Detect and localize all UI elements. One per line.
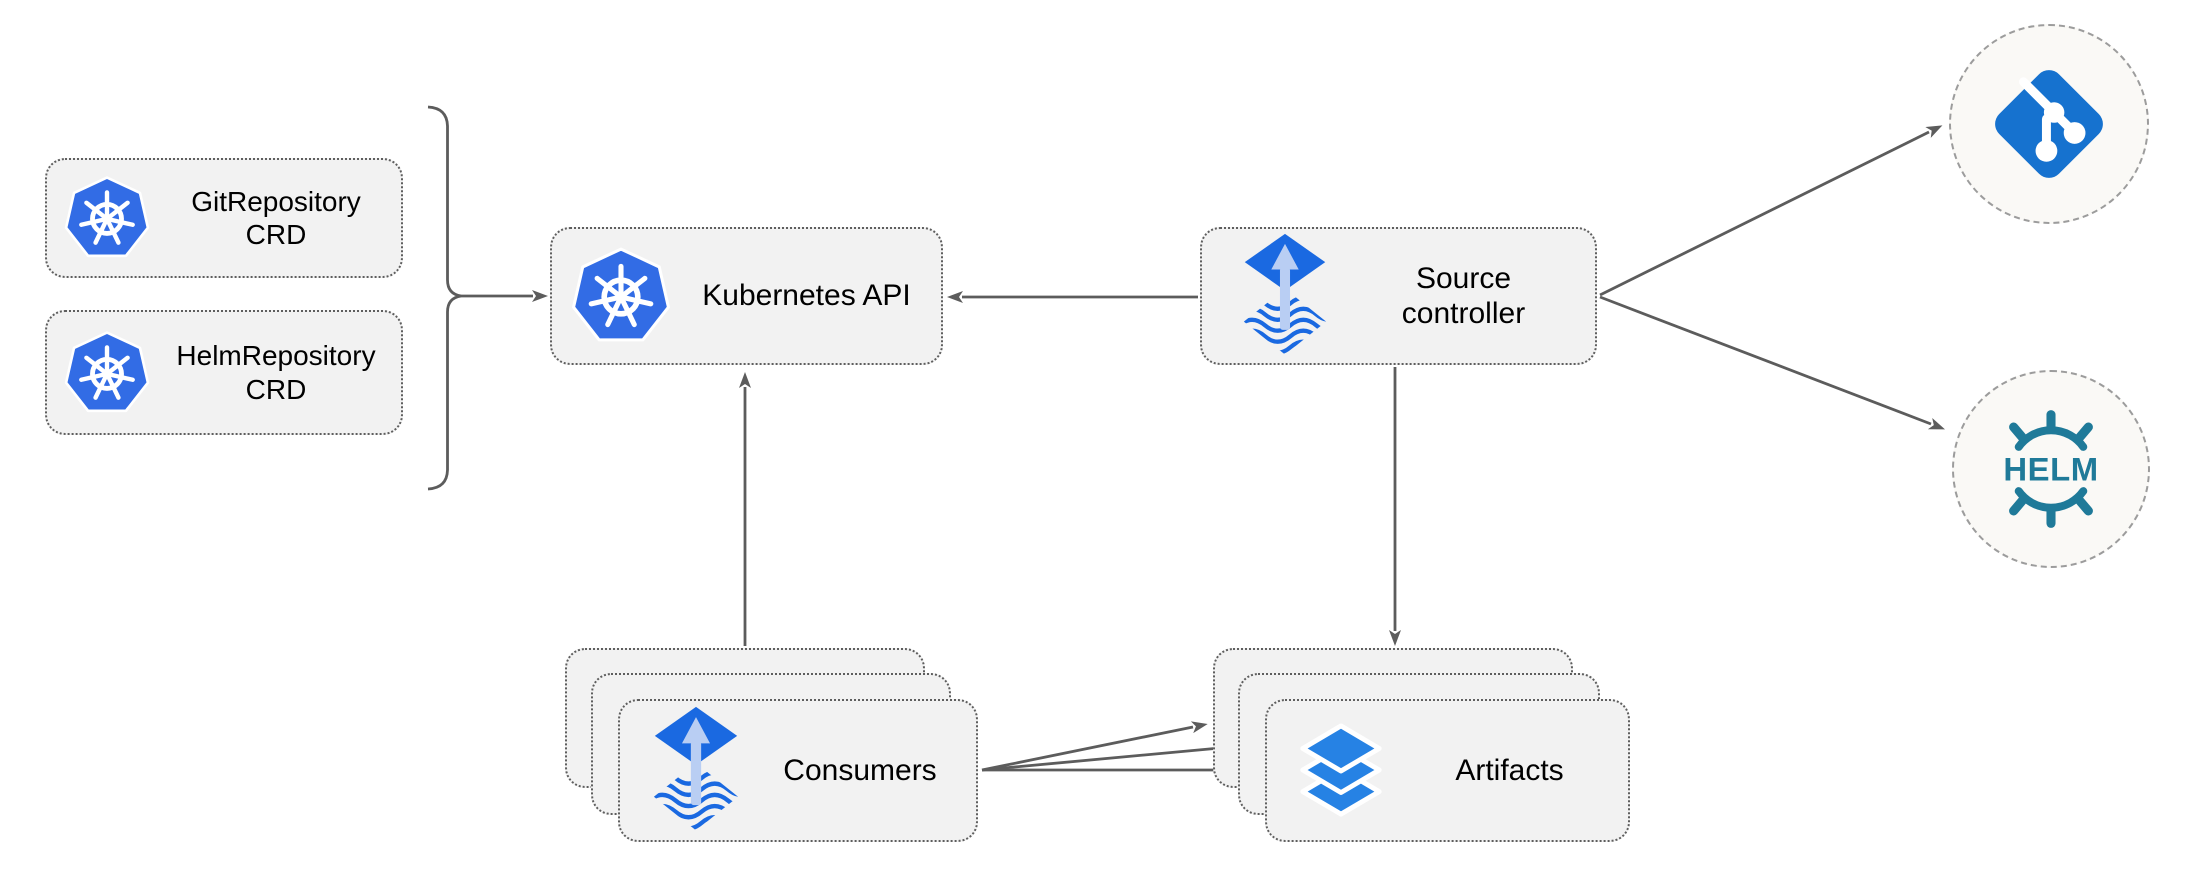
helm-icon: HELM [1983,401,2119,537]
git-icon [1985,60,2113,188]
node-label: HelmRepository CRD [176,340,376,405]
kubernetes-icon [63,329,151,417]
flux-source-icon [648,705,744,836]
edge-consumers-to-artifacts-1 [981,721,1208,772]
edge-source-to-helm [1599,295,1946,430]
edge-source-to-git [1599,125,1943,297]
node-artifacts: Artifacts [1265,699,1630,842]
node-git-repository-crd: GitRepository CRD [45,158,403,278]
hub-git-remote [1949,24,2149,224]
layers-icon [1291,722,1391,820]
node-source-controller: Source controller [1200,227,1597,365]
flux-source-icon [1238,232,1332,360]
node-kubernetes-api: Kubernetes API [550,227,943,365]
node-label: Source controller [1401,261,1526,330]
hub-helm-remote: HELM [1952,370,2150,568]
kubernetes-icon [570,245,672,347]
helm-logo-text: HELM [2003,450,2098,487]
crd-group-bracket [427,105,462,491]
edge-consumers-to-artifacts-2 [981,742,1235,772]
node-label: GitRepository CRD [191,185,361,250]
node-helm-repository-crd: HelmRepository CRD [45,310,403,435]
node-label: Kubernetes API [702,279,911,313]
kubernetes-icon [63,174,151,262]
node-label: Artifacts [1455,753,1564,787]
node-label: Consumers [783,753,937,787]
node-consumers: Consumers [618,699,978,842]
